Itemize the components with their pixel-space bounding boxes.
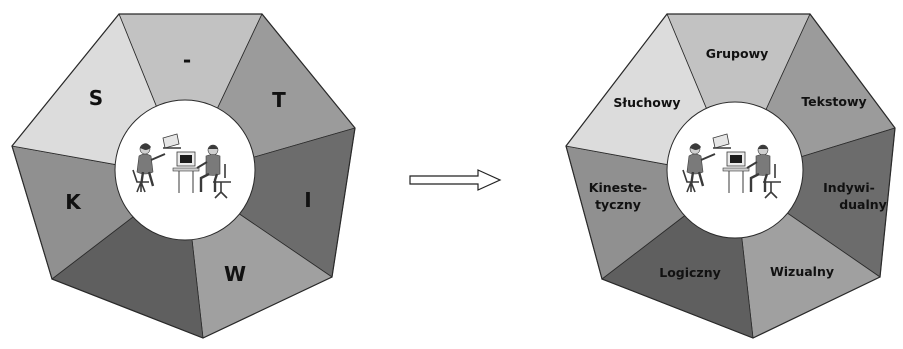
segment-5-label: Logiczny [659,265,721,280]
office-workers-icon [132,133,231,199]
segment-4-label: Wizualny [770,264,834,279]
person-left [132,133,181,193]
segment-3-label: I [304,188,311,212]
heptagon-abbreviated: - T I W K S [11,13,356,339]
segment-1-label: - [183,48,191,72]
person-left [682,133,731,193]
segment-6-label: K [65,190,82,214]
segment-3-label: Indywi-dualny [823,180,887,212]
person-right [722,144,781,199]
heptagon-full: Grupowy Tekstowy Indywi-dualny Wizualny … [565,13,896,339]
segment-7-label: S [89,86,103,110]
segment-2-label: Tekstowy [801,94,866,109]
person-right [172,144,231,199]
segment-2-label: T [272,88,286,112]
segment-1-label: Grupowy [706,46,769,61]
heptagon-outline [565,13,896,339]
segment-7-label: Słuchowy [613,95,680,110]
segment-4-label: W [224,262,246,286]
right-arrow-icon [409,169,502,191]
segment-6-label: Kineste-tyczny [589,180,647,212]
office-workers-icon [682,133,781,199]
heptagon-outline [11,13,356,339]
